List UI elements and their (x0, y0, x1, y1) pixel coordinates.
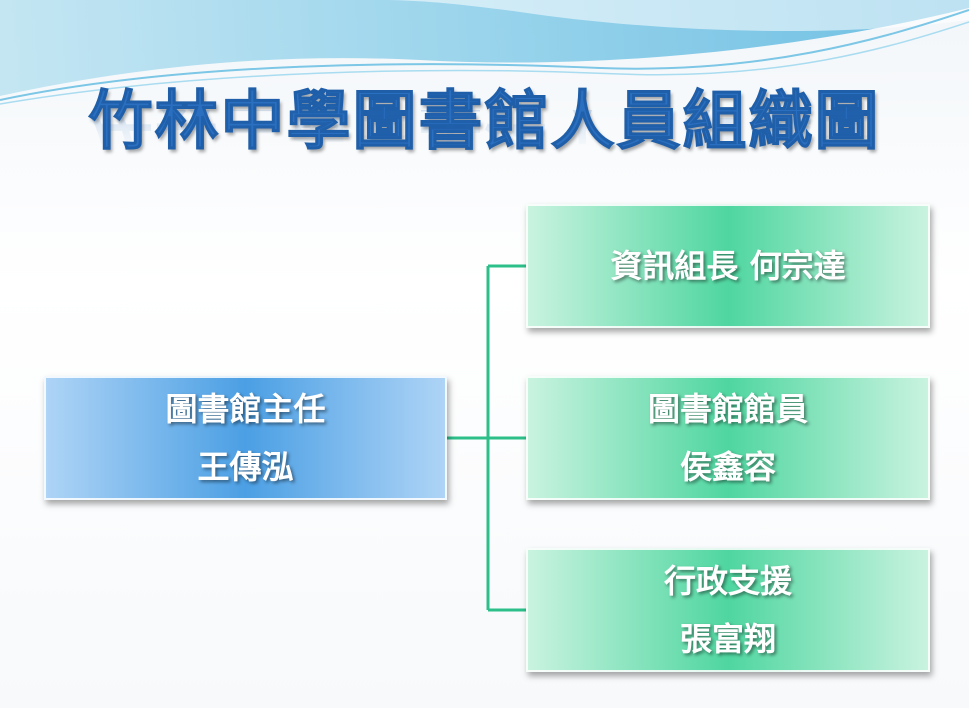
child-node-2-line1: 圖書館館員 (647, 390, 808, 428)
header-wave-decoration (0, 0, 969, 105)
child-node-2-line2: 侯鑫容 (679, 448, 776, 486)
child-node-librarian: 圖書館館員 侯鑫容 (526, 376, 930, 500)
child-node-3-line2: 張富翔 (679, 620, 776, 658)
root-node-library-director: 圖書館主任 王傳泓 (44, 376, 447, 500)
child-node-3-line1: 行政支援 (663, 562, 792, 600)
child-node-admin-support: 行政支援 張富翔 (526, 548, 930, 672)
page-title: 竹林中學圖書館人員組織圖 (88, 85, 881, 160)
child-node-1-line1: 資訊組長 何宗達 (610, 247, 846, 285)
root-node-name: 王傳泓 (197, 448, 294, 486)
root-node-title: 圖書館主任 (165, 390, 326, 428)
child-node-it-leader: 資訊組長 何宗達 (526, 204, 930, 328)
